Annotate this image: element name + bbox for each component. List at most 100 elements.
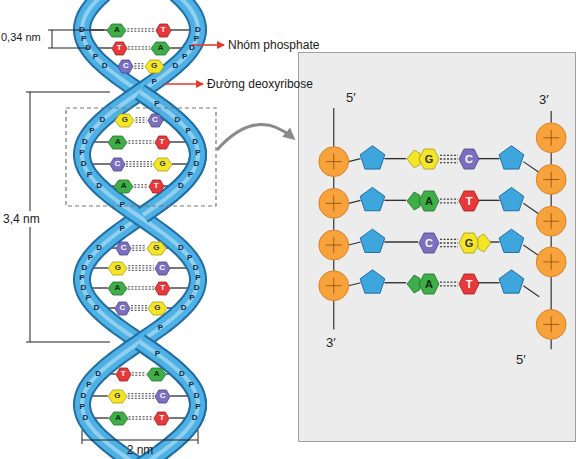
sugar-pentagon [499, 187, 524, 210]
phosphate-letter: P [195, 149, 200, 157]
strand-highlight [140, 92, 198, 215]
phosphate-letter: P [154, 100, 159, 108]
sugar-letter: D [192, 138, 198, 146]
base-ring [419, 233, 439, 253]
strand-highlight [82, 0, 198, 459]
bond-line [523, 286, 539, 297]
dimension-tick [198, 430, 199, 444]
base-ring [155, 136, 170, 149]
base-stem [478, 200, 500, 201]
base-ring [155, 390, 170, 403]
strand-outline [82, 0, 198, 459]
hydrogen-bond [128, 47, 150, 49]
base-shape [459, 233, 491, 253]
nitrogen-base: A [108, 136, 127, 149]
sugar-letter: D [96, 244, 102, 252]
base-ring [118, 60, 133, 73]
nitrogen-base: T [155, 282, 170, 295]
nitrogen-base: A [407, 274, 439, 294]
hydrogen-bond [128, 394, 154, 399]
sugar-pentagon [499, 229, 524, 252]
base-letter: T [116, 368, 131, 381]
nitrogen-base: T [154, 412, 169, 425]
hydrogen-bond [126, 162, 152, 167]
base-letter: C [155, 390, 170, 403]
nitrogen-base: C [148, 114, 163, 127]
base-stem [478, 158, 500, 159]
nitrogen-base: G [153, 158, 172, 171]
dimension-line [82, 440, 198, 441]
sugar-pentagon [360, 146, 385, 169]
base-ring [154, 412, 169, 425]
phosphate-letter: P [120, 225, 125, 233]
strand-outline [140, 92, 198, 215]
sugar-letter: D [178, 182, 184, 190]
sugar-letter: D [181, 304, 187, 312]
phosphate-letter: P [120, 201, 125, 209]
base-letter: T [155, 136, 170, 149]
hydrogen-bond [132, 246, 146, 251]
phosphate-circle [536, 165, 566, 195]
base-letter: C [155, 262, 170, 275]
zoom-frame [66, 108, 216, 206]
hydrogen-bond [132, 373, 146, 375]
base-ring [116, 242, 131, 255]
base-letter: C [115, 302, 130, 315]
sugar-letter: D [82, 264, 88, 272]
base-letter: T [154, 412, 169, 425]
base-letter: T [149, 180, 164, 193]
base-shape [407, 191, 439, 211]
hydrogen-bond [136, 118, 147, 123]
nitrogen-base: C [115, 302, 130, 315]
phosphate-letter: P [195, 403, 200, 411]
strand-end-label: 3′ [539, 93, 549, 106]
base-ring [115, 302, 130, 315]
strand-end-label: 3′ [326, 336, 336, 349]
sugar-pentagon [499, 146, 524, 169]
dimension-label: 2 nm [127, 444, 154, 456]
base-letter: T [156, 24, 171, 37]
base-stem [384, 200, 406, 201]
phosphate-letter: P [189, 381, 194, 389]
sugar-letter: D [189, 44, 195, 52]
sugar-letter: D [96, 182, 102, 190]
hydrogen-bond [131, 306, 147, 311]
nitrogen-base: G [147, 242, 166, 255]
base-ring [147, 242, 166, 255]
pointer-arrow [163, 83, 203, 85]
phosphate-detail [326, 195, 342, 211]
sugar-letter: D [80, 392, 86, 400]
hydrogen-bond [134, 64, 143, 69]
phosphate-letter: P [186, 127, 191, 135]
strand-ribbon [82, 0, 198, 459]
base-letter: T [155, 282, 170, 295]
sugar-letter: D [178, 244, 184, 252]
base-ring [108, 390, 127, 403]
base-letter: A [147, 368, 166, 381]
sugar-pentagon [499, 270, 524, 293]
dimension-tick [26, 92, 110, 93]
sugar-letter: D [194, 392, 200, 400]
base-ring [151, 42, 170, 55]
phosphate-circle [319, 147, 349, 177]
dimension-tick [48, 30, 104, 31]
phosphate-letter: P [86, 381, 91, 389]
base-ring [459, 191, 479, 211]
phosphate-circle [536, 310, 566, 340]
phosphate-letter: P [158, 324, 163, 332]
phosphate-detail [543, 213, 559, 229]
strand-end-label: 5′ [346, 91, 356, 104]
hydrogen-bond [128, 141, 153, 143]
base-ring [148, 114, 163, 127]
phosphate-letter: P [79, 149, 84, 157]
phosphate-letter: P [187, 254, 192, 262]
dimension-tick [48, 48, 90, 49]
strand-outline [134, 342, 198, 459]
sugar-letter: D [194, 284, 200, 292]
hydrogen-bond [128, 287, 154, 289]
sugar-letter: D [93, 304, 99, 312]
nitrogen-base: T [112, 42, 127, 55]
nitrogen-base: G [108, 262, 127, 275]
nitrogen-base: C [419, 233, 439, 253]
phosphate-letter: P [86, 294, 91, 302]
